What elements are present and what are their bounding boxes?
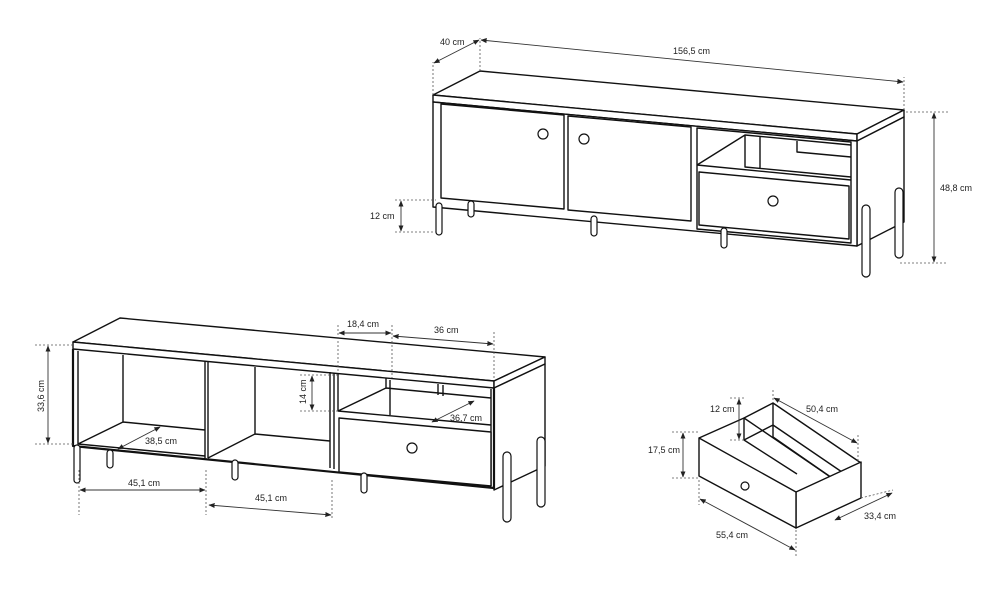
- label-drawer-inner-h: 12 cm: [710, 404, 735, 414]
- label-top-leg: 12 cm: [370, 211, 395, 221]
- dim-line-comp-width-2: [208, 502, 332, 518]
- label-drawer-depth: 50,4 cm: [806, 404, 838, 414]
- dim-line-depth: [433, 39, 480, 64]
- left-door-knob: [537, 128, 549, 140]
- label-shelf-height: 14 cm: [298, 379, 308, 404]
- frame-drawer-knob: [406, 442, 418, 454]
- cabinet-leg: [435, 202, 443, 236]
- right-door-knob: [578, 133, 590, 145]
- label-drawer-comp-depth: 36,7 cm: [450, 413, 482, 423]
- left-door: [440, 103, 565, 210]
- frame-leg: [536, 436, 546, 508]
- frame-leg: [502, 451, 512, 523]
- frame-leg: [231, 459, 239, 481]
- drawer-back-panel: [743, 402, 862, 479]
- label-drawer-back-w: 33,4 cm: [864, 511, 896, 521]
- label-drawer-comp-width: 36 cm: [434, 325, 459, 335]
- dim-line-drawer-depth: [773, 397, 858, 444]
- label-top-depth: 40 cm: [440, 37, 465, 47]
- label-comp-width-1: 45,1 cm: [128, 478, 160, 488]
- compartment-3: [337, 374, 492, 486]
- open-frame-view: 33,6 cm 38,5 cm 45,1 cm 45,1 cm 18,4 cm …: [35, 317, 546, 523]
- dim-line-drawer-comp-width: [392, 333, 494, 347]
- dim-line-width: [480, 38, 904, 84]
- drawer-detail-view: 12 cm 50,4 cm 17,5 cm 55,4 cm 33,4 cm: [648, 390, 896, 556]
- frame-front-outline: [71, 349, 496, 490]
- label-top-width: 156,5 cm: [673, 46, 710, 56]
- label-drawer-width: 55,4 cm: [716, 530, 748, 540]
- label-open-height: 33,6 cm: [36, 380, 46, 412]
- compartment-1: [77, 351, 209, 458]
- frame-leg: [360, 472, 368, 494]
- cabinet-leg: [590, 215, 598, 237]
- compartment-2: [207, 367, 335, 469]
- frame-leg: [73, 444, 81, 484]
- label-comp-width-2: 45,1 cm: [255, 493, 287, 503]
- drawer-knob: [767, 195, 779, 207]
- label-drawer-front-h: 17,5 cm: [648, 445, 680, 455]
- dim-line-drawer-comp-depth: [431, 400, 475, 423]
- label-shelf-depth: 38,5 cm: [145, 436, 177, 446]
- frame-leg: [106, 449, 114, 469]
- drawer-detail-knob: [740, 481, 750, 491]
- cabinet-leg: [467, 200, 475, 218]
- cabinet-leg: [861, 204, 871, 278]
- closed-cabinet-view: 40 cm 156,5 cm 48,8 cm 12 cm: [370, 37, 972, 278]
- dim-line-shelf-depth: [117, 426, 161, 450]
- dim-line-drawer-back-w: [834, 492, 893, 521]
- cabinet-leg: [894, 187, 904, 259]
- label-gap-width: 18,4 cm: [347, 319, 379, 329]
- open-shelf-back: [696, 134, 852, 181]
- label-top-height: 48,8 cm: [940, 183, 972, 193]
- cabinet-leg: [720, 227, 728, 249]
- dim-line-drawer-width: [699, 498, 796, 551]
- right-door: [567, 115, 692, 222]
